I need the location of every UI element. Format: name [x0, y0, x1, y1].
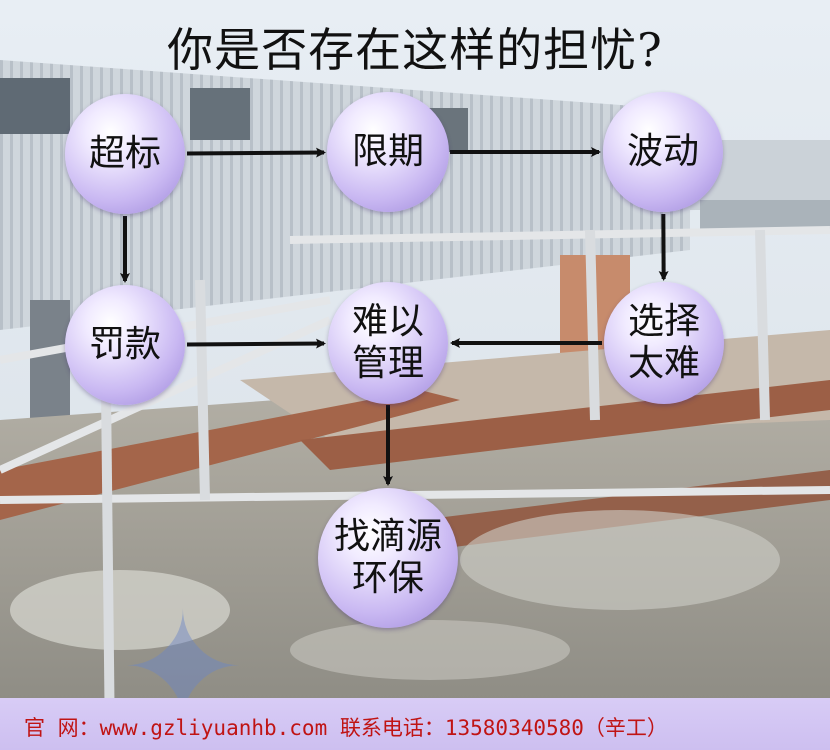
contact-info: 官 网：www.gzliyuanhb.com 联系电话：13580340580（… — [24, 716, 668, 740]
footer-bar: 官 网：www.gzliyuanhb.com 联系电话：13580340580（… — [0, 698, 830, 750]
node-label: 波动 — [626, 131, 699, 172]
arrow-fakuan-to-nanyi — [186, 338, 327, 349]
node-chaobiao: 超标 — [65, 94, 185, 214]
node-xianqi: 限期 — [327, 92, 449, 212]
node-label: 罚款 — [88, 324, 161, 365]
node-label: 限期 — [351, 131, 424, 172]
page-title: 你是否存在这样的担忧? — [167, 23, 663, 77]
node-label: 难以 管理 — [351, 301, 424, 384]
node-label: 超标 — [88, 133, 161, 174]
node-label: 选择 太难 — [627, 301, 700, 384]
node-fakuan: 罚款 — [65, 285, 185, 405]
arrow-chaobiao-to-xianqi — [186, 147, 327, 158]
node-bodong: 波动 — [603, 92, 723, 212]
node-zhao: 找滴源 环保 — [318, 488, 458, 628]
node-nanyi: 难以 管理 — [328, 282, 448, 404]
node-label: 找滴源 环保 — [333, 516, 442, 599]
node-xuanze: 选择 太难 — [604, 282, 724, 404]
